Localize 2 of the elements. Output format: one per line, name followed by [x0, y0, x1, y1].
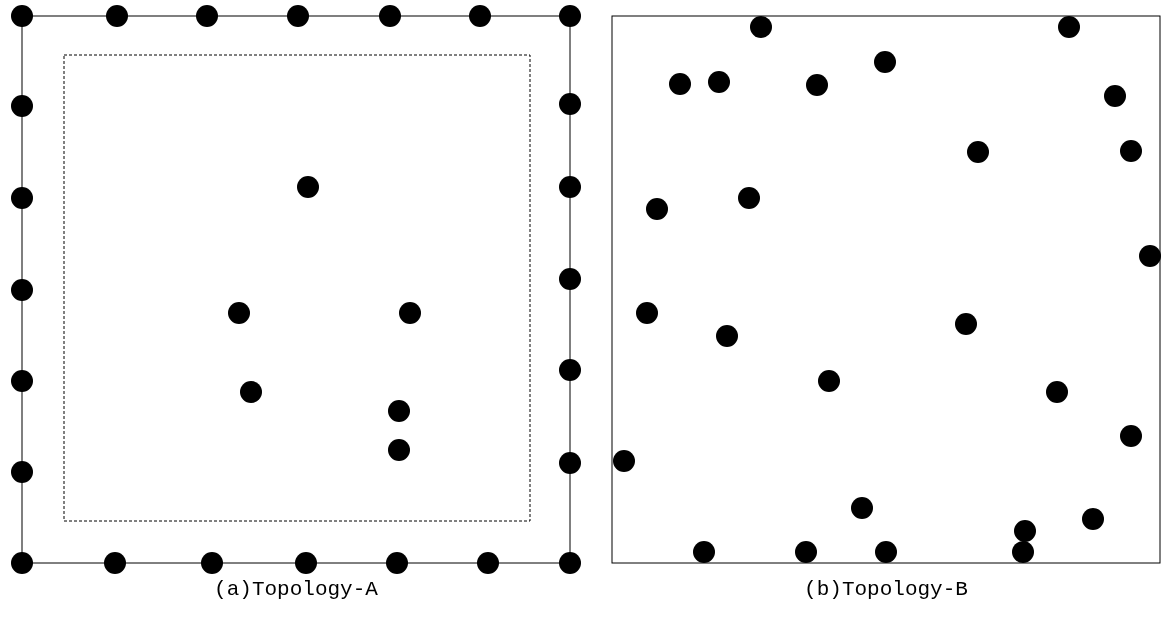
figure-caption: (b)Topology-B — [804, 578, 968, 601]
figure-caption: (a)Topology-A — [214, 578, 378, 601]
